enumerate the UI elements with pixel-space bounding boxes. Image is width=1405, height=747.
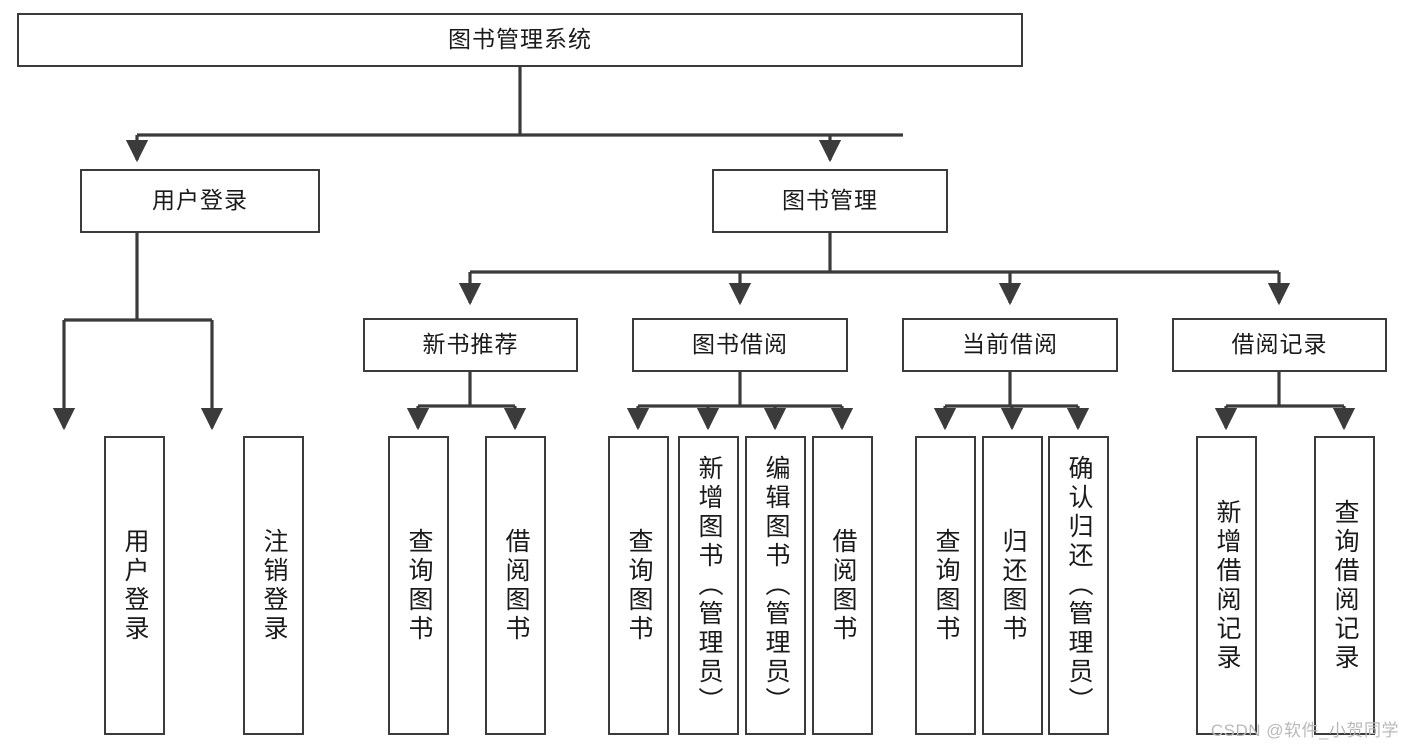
node-leaf-confirm-return-admin-label: 确认归还（管理员）	[1065, 455, 1093, 716]
node-book-borrow-label: 图书借阅	[692, 331, 788, 358]
node-leaf-return-book-label: 归还图书	[999, 527, 1027, 644]
node-leaf-user-login[interactable]: 用户登录	[104, 436, 165, 735]
node-leaf-borrow-book-2-label: 借阅图书	[829, 527, 857, 644]
node-leaf-query-book-1[interactable]: 查询图书	[388, 436, 449, 735]
node-leaf-user-login-label: 用户登录	[121, 527, 149, 644]
node-leaf-edit-book-admin[interactable]: 编辑图书（管理员）	[745, 436, 806, 735]
node-user-login-label: 用户登录	[152, 187, 248, 214]
node-book-manage[interactable]: 图书管理	[712, 169, 948, 233]
node-borrow-record[interactable]: 借阅记录	[1172, 318, 1387, 372]
csdn-watermark: CSDN @软件_小贺同学	[1210, 721, 1399, 740]
node-leaf-confirm-return-admin[interactable]: 确认归还（管理员）	[1048, 436, 1109, 735]
node-book-manage-label: 图书管理	[782, 187, 878, 214]
node-leaf-logout-login[interactable]: 注销登录	[243, 436, 304, 735]
node-current-borrow[interactable]: 当前借阅	[902, 318, 1118, 372]
node-root-label: 图书管理系统	[448, 26, 592, 53]
node-leaf-add-borrow-record-label: 新增借阅记录	[1213, 498, 1241, 673]
node-leaf-logout-login-label: 注销登录	[260, 527, 288, 644]
node-root[interactable]: 图书管理系统	[17, 13, 1023, 67]
node-leaf-query-book-2-label: 查询图书	[625, 527, 653, 644]
node-leaf-query-book-1-label: 查询图书	[405, 527, 433, 644]
node-leaf-query-book-2[interactable]: 查询图书	[608, 436, 669, 735]
node-leaf-add-borrow-record[interactable]: 新增借阅记录	[1196, 436, 1257, 735]
node-borrow-record-label: 借阅记录	[1231, 331, 1328, 358]
node-leaf-edit-book-admin-label: 编辑图书（管理员）	[762, 455, 790, 716]
node-leaf-borrow-book-2[interactable]: 借阅图书	[812, 436, 873, 735]
node-leaf-add-book-admin[interactable]: 新增图书（管理员）	[678, 436, 739, 735]
node-book-borrow[interactable]: 图书借阅	[632, 318, 848, 372]
node-user-login[interactable]: 用户登录	[80, 169, 320, 233]
node-leaf-query-book-3[interactable]: 查询图书	[915, 436, 976, 735]
node-leaf-borrow-book-1-label: 借阅图书	[502, 527, 530, 644]
node-leaf-query-borrow-record-label: 查询借阅记录	[1331, 498, 1359, 673]
node-leaf-borrow-book-1[interactable]: 借阅图书	[485, 436, 546, 735]
node-new-book-recommend[interactable]: 新书推荐	[363, 318, 578, 372]
node-new-book-recommend-label: 新书推荐	[422, 331, 519, 358]
node-leaf-add-book-admin-label: 新增图书（管理员）	[695, 455, 723, 716]
node-leaf-query-borrow-record[interactable]: 查询借阅记录	[1314, 436, 1375, 735]
node-leaf-query-book-3-label: 查询图书	[932, 527, 960, 644]
node-current-borrow-label: 当前借阅	[962, 331, 1058, 358]
node-leaf-return-book[interactable]: 归还图书	[982, 436, 1043, 735]
